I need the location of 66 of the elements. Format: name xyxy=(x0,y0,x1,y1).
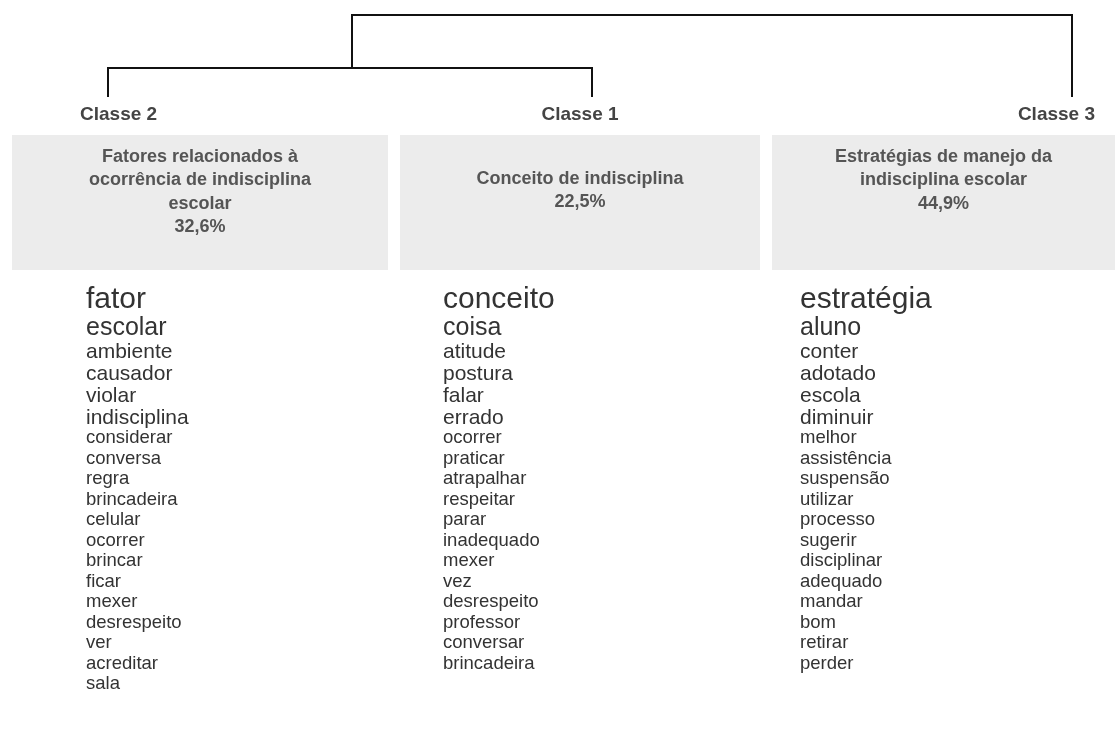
keyword: celular xyxy=(86,510,141,529)
keyword: falar xyxy=(443,384,484,405)
keyword: mandar xyxy=(800,592,863,611)
keyword: inadequado xyxy=(443,530,540,549)
keyword: professor xyxy=(443,612,521,631)
keyword: melhor xyxy=(800,428,857,447)
keyword: fator xyxy=(86,283,147,313)
keyword: ocorrer xyxy=(86,530,145,549)
keyword: acreditar xyxy=(86,653,158,672)
keyword: desrespeito xyxy=(86,612,182,631)
dendrogram-line xyxy=(351,14,1073,98)
keyword: coisa xyxy=(443,314,502,339)
keyword: ver xyxy=(86,633,112,652)
keyword: adotado xyxy=(800,362,876,383)
class-heading: Classe 2 xyxy=(80,103,158,125)
keyword: violar xyxy=(86,384,137,405)
keyword: sala xyxy=(86,674,120,693)
keyword: considerar xyxy=(86,428,173,447)
keyword: mexer xyxy=(86,592,138,611)
keyword: brincadeira xyxy=(86,489,178,508)
keyword: indisciplina xyxy=(86,406,189,427)
keyword: conter xyxy=(800,340,859,361)
keyword: bom xyxy=(800,612,836,631)
keyword: atrapalhar xyxy=(443,469,527,488)
class-heading: Classe 3 xyxy=(1017,103,1095,125)
class-title: Estratégias de manejo da indisciplina escolar xyxy=(833,145,1054,192)
keyword: vez xyxy=(443,571,472,590)
keyword: processo xyxy=(800,510,876,529)
keyword: postura xyxy=(443,362,514,383)
keyword: aluno xyxy=(800,314,862,339)
keyword: utilizar xyxy=(800,489,854,508)
class-title: Conceito de indisciplina xyxy=(476,167,684,190)
keyword: causador xyxy=(86,362,173,383)
keyword: suspensão xyxy=(800,469,890,488)
keyword: diminuir xyxy=(800,406,874,427)
keyword: assistência xyxy=(800,448,892,467)
keyword: retirar xyxy=(800,633,849,652)
keyword: mexer xyxy=(443,551,495,570)
keyword: desrespeito xyxy=(443,592,539,611)
keyword: estratégia xyxy=(800,283,932,313)
class-title: Fatores relacionados à ocorrência de indisciplina escolar xyxy=(87,145,313,215)
keyword: brincar xyxy=(86,551,143,570)
keyword: praticar xyxy=(443,448,505,467)
keyword: respeitar xyxy=(443,489,515,508)
keyword: ambiente xyxy=(86,340,173,361)
keyword: conceito xyxy=(443,283,555,313)
keyword: disciplinar xyxy=(800,551,883,570)
keyword: ocorrer xyxy=(443,428,502,447)
keyword: adequado xyxy=(800,571,883,590)
class-heading: Classe 1 xyxy=(541,103,619,125)
keyword: escola xyxy=(800,384,861,405)
keyword: brincadeira xyxy=(443,653,535,672)
keyword: sugerir xyxy=(800,530,857,549)
keyword: regra xyxy=(86,469,130,488)
keyword: conversa xyxy=(86,448,162,467)
dendrogram-line xyxy=(107,67,593,98)
keyword: errado xyxy=(443,406,504,427)
class-percentage: 32,6% xyxy=(174,215,226,239)
keyword: atitude xyxy=(443,340,507,361)
keyword: escolar xyxy=(86,314,167,339)
keyword: ficar xyxy=(86,571,121,590)
class-percentage: 22,5% xyxy=(554,190,606,214)
class-percentage: 44,9% xyxy=(917,191,969,215)
keyword: conversar xyxy=(443,633,525,652)
keyword: perder xyxy=(800,653,854,672)
keyword: parar xyxy=(443,510,487,529)
